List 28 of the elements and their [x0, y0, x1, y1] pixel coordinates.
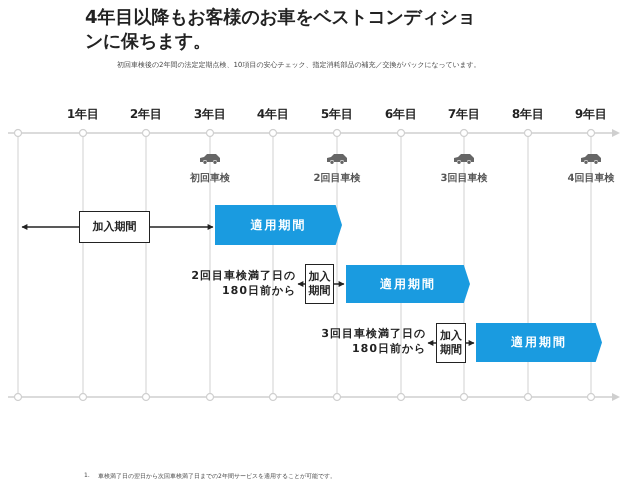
year-label: 9年目: [574, 106, 608, 123]
arrow: [297, 281, 305, 287]
inspection-label: 初回車検: [188, 171, 231, 185]
year-label: 1年目: [66, 106, 100, 123]
year-label: 5年目: [320, 106, 354, 123]
year-label: 3年目: [192, 106, 228, 123]
coverage-banner: 適用期間: [476, 323, 602, 362]
arrow: [150, 224, 214, 230]
coverage-banner: 適用期間: [346, 265, 470, 303]
arrow: [21, 224, 79, 230]
title: 4年目以降もお客様のお車をベストコンディションに保ちます。: [85, 6, 477, 54]
year-label: 7年目: [446, 106, 482, 123]
enrollment-box: 加入期間: [305, 264, 334, 304]
enrollment-box: 加入期間: [79, 211, 150, 243]
coverage-banner: 適用期間: [215, 205, 342, 245]
year-label: 2年目: [128, 106, 164, 123]
year-label: 8年目: [510, 106, 546, 123]
arrow: [427, 340, 436, 346]
inspection-label: 3回目車検: [440, 172, 488, 185]
period-note: 3回目車検満了日の180日前から: [312, 324, 426, 358]
period-note: 2回目車検満了日の180日前から: [182, 266, 296, 300]
inspection-label: 2回目車検: [312, 172, 362, 185]
inspection-label: 4回目車検: [566, 172, 616, 185]
arrow: [334, 281, 345, 287]
arrow: [466, 340, 475, 346]
year-label: 4年目: [256, 106, 290, 123]
enrollment-box: 加入期間: [436, 323, 466, 363]
year-label: 6年目: [384, 106, 418, 123]
